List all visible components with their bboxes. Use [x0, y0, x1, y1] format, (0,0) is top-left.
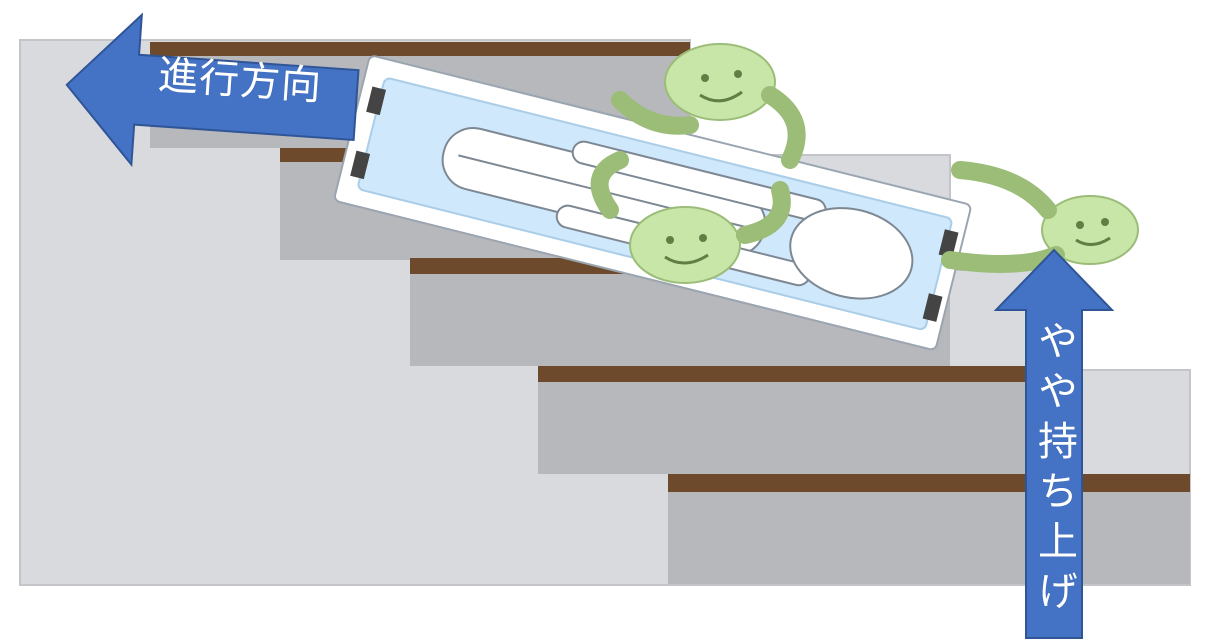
- stair-step: [668, 492, 1190, 584]
- smiley-person-icon: [950, 170, 1138, 264]
- stair-step: [538, 366, 1058, 382]
- lift-label: やや持ち上げ: [1027, 300, 1081, 640]
- stair-step: [538, 382, 1058, 474]
- stair-step: [668, 474, 1190, 492]
